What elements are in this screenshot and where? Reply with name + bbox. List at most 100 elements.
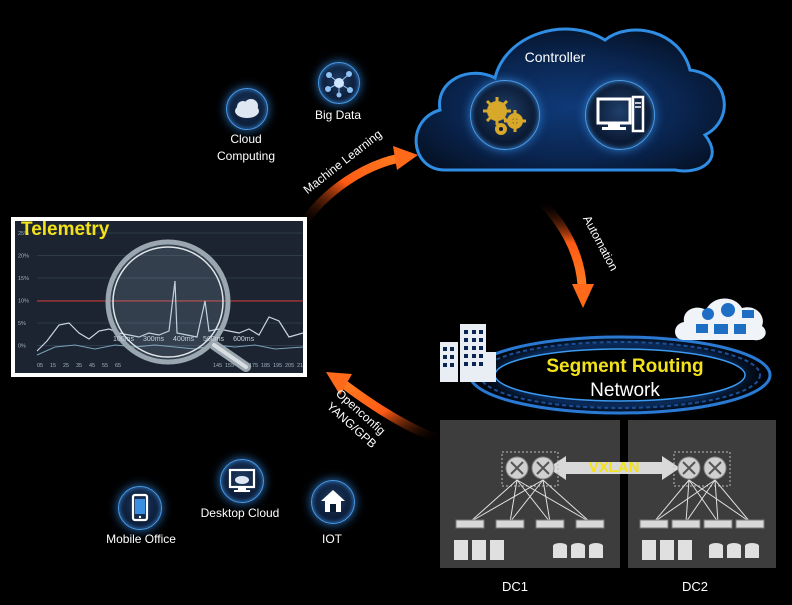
switch-icon: [455, 519, 485, 529]
dc1-label: DC1: [501, 579, 528, 594]
desktop-cloud-label: Desktop Cloud: [200, 506, 280, 520]
switch-icon: [703, 519, 733, 529]
segment-routing-ring: [460, 330, 780, 420]
switch-icon: [735, 519, 765, 529]
mobile-phone-icon: [118, 486, 162, 530]
magnifier-icon: [105, 239, 251, 372]
link-line: [542, 479, 591, 523]
link-line: [688, 479, 751, 523]
cloud-computing-label-1: Cloud: [230, 132, 262, 146]
big-data-icon: [318, 62, 360, 104]
desktop-cloud-icon: [220, 459, 264, 503]
computer-icon: [585, 80, 655, 150]
link-line: [714, 479, 751, 523]
lens-tick: 300ms: [143, 336, 165, 343]
router-arrows: [708, 461, 722, 475]
x-tick-label: 185: [261, 363, 270, 369]
storage-body: [553, 546, 567, 558]
services-cloud-icon: [675, 298, 766, 341]
router-arrows: [536, 461, 550, 475]
mobile-office-label: Mobile Office: [106, 532, 176, 546]
link-line: [509, 479, 518, 523]
server-icon: [660, 540, 674, 560]
x-tick-label: 55: [102, 363, 108, 369]
link-line: [653, 479, 690, 523]
spine-group: [673, 451, 731, 487]
link-line: [469, 479, 544, 523]
x-tick-label: 205: [285, 363, 294, 369]
machine-learning-arrow: [296, 153, 401, 231]
router-arrows: [510, 461, 524, 475]
big-data-label: Big Data: [314, 108, 362, 122]
x-tick-label: 175: [249, 363, 258, 369]
home-icon: [311, 480, 355, 524]
dc2-label: DC2: [681, 579, 708, 594]
telemetry-panel: 25%20%15%10%5%0% 05152535455565145155165…: [11, 217, 307, 377]
switch-icon: [639, 519, 669, 529]
telemetry-title: Telemetry: [21, 219, 110, 240]
lens-tick: 400ms: [173, 336, 195, 343]
segment-routing-label: Segment Routing: [546, 356, 704, 377]
storage-body: [745, 546, 759, 558]
x-tick-label: 45: [89, 363, 95, 369]
link-line: [469, 479, 518, 523]
telemetry-chart-area: 25%20%15%10%5%0% 05152535455565145155165…: [15, 221, 303, 373]
storage-body: [571, 546, 585, 558]
link-line: [509, 479, 544, 523]
server-icon: [642, 540, 656, 560]
server-icon: [490, 540, 504, 560]
link-line: [685, 479, 690, 523]
storage-body: [589, 546, 603, 558]
lens-tick: 600ms: [233, 336, 255, 343]
storage-body: [709, 546, 723, 558]
x-tick-label: 155: [225, 363, 234, 369]
switch-icon: [671, 519, 701, 529]
switch-icon: [495, 519, 525, 529]
automation-arrow: [536, 196, 587, 286]
openconfig-arrow: [342, 381, 442, 445]
storage-body: [727, 546, 741, 558]
link-line: [714, 479, 719, 523]
link-line: [516, 479, 591, 523]
traffic-line-1: [36, 280, 303, 352]
spine-group: [501, 451, 559, 487]
x-tick-label: 25: [63, 363, 69, 369]
link-line: [542, 479, 551, 523]
link-line: [685, 479, 716, 523]
vxlan-label: VXLAN: [588, 459, 640, 476]
y-tick-label: 10%: [18, 299, 29, 305]
server-icon: [678, 540, 692, 560]
x-tick-label: 05: [37, 363, 43, 369]
switch-icon: [535, 519, 565, 529]
lens-tick: 500ms: [203, 336, 225, 343]
gears-icon: [470, 80, 540, 150]
router-arrows: [682, 461, 696, 475]
x-tick-label: 15: [50, 363, 56, 369]
network-label: Network: [590, 380, 660, 401]
link-line: [688, 479, 719, 523]
y-tick-label: 20%: [18, 254, 29, 260]
y-tick-label: 25%: [18, 231, 29, 237]
y-tick-label: 5%: [18, 321, 26, 327]
buildings-icon: [440, 324, 496, 382]
y-tick-label: 0%: [18, 344, 26, 350]
link-line: [653, 479, 716, 523]
traffic-line-2: [36, 344, 303, 356]
vxlan-arrow: [548, 456, 680, 480]
dc-topology: [454, 451, 765, 560]
cloud-computing-icon: [226, 88, 268, 130]
automation-label: Automation: [580, 213, 621, 273]
controller-title: Controller: [525, 49, 586, 65]
x-tick-label: 145: [213, 363, 222, 369]
switch-icon: [575, 519, 605, 529]
y-tick-label: 15%: [18, 276, 29, 282]
server-icon: [472, 540, 486, 560]
iot-label: IOT: [322, 532, 342, 546]
x-tick-label: 35: [76, 363, 82, 369]
link-line: [516, 479, 551, 523]
x-tick-label: 195: [273, 363, 282, 369]
x-tick-label: 21: [297, 363, 303, 369]
server-icon: [454, 540, 468, 560]
x-tick-label: 65: [115, 363, 121, 369]
